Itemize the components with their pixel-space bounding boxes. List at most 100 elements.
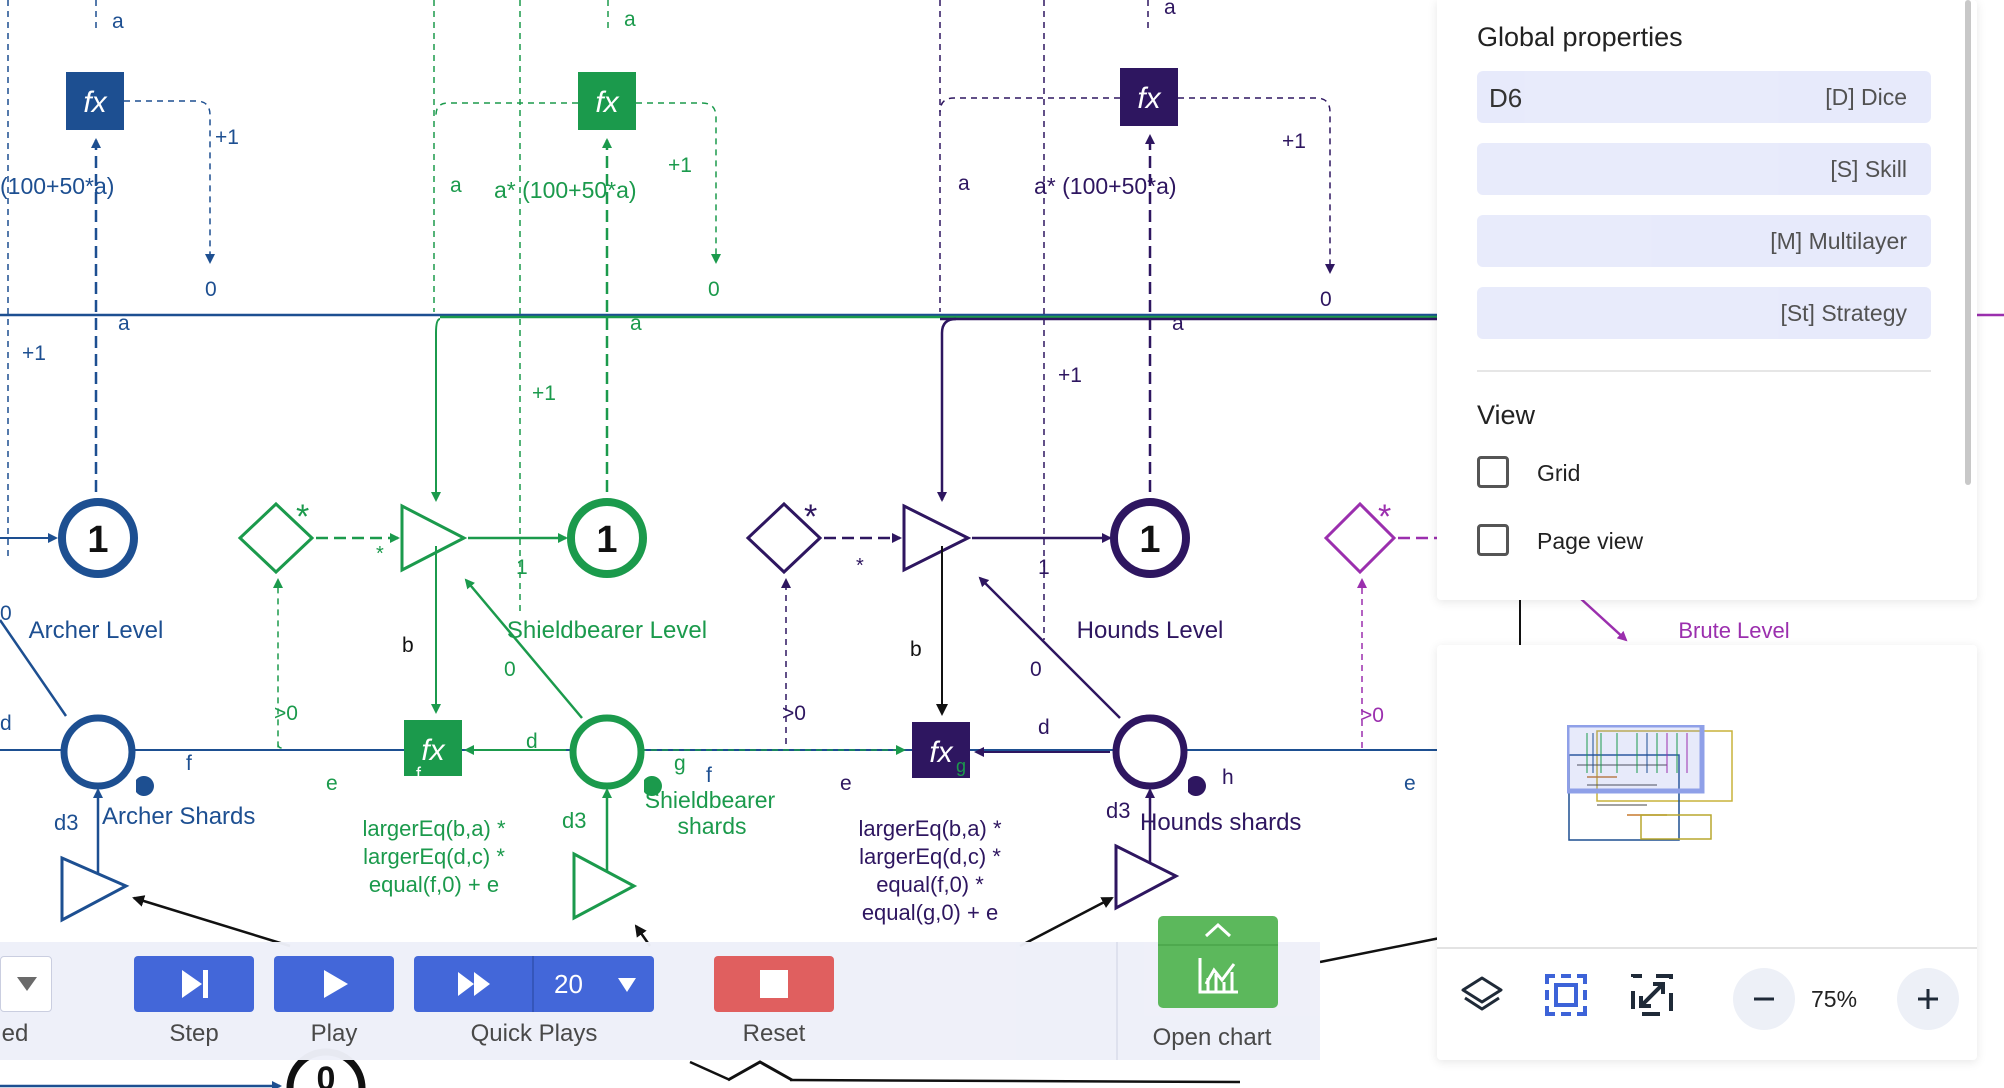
label-h: h <box>1222 766 1234 789</box>
property-dice-row[interactable]: D6 [D] Dice <box>1477 71 1931 123</box>
chevron-down-icon <box>17 977 37 991</box>
label-plus-one: +1 <box>1282 130 1306 153</box>
step-button[interactable] <box>134 956 254 1012</box>
play-button[interactable] <box>274 956 394 1012</box>
shieldbearer-shards-pool[interactable] <box>569 714 645 790</box>
label-g: g <box>674 752 686 775</box>
shieldbearer-source-node[interactable] <box>572 851 638 921</box>
archer-shards-pool[interactable] <box>60 714 136 790</box>
view-title: View <box>1477 400 1536 430</box>
hounds-fx-node[interactable] <box>1120 68 1178 126</box>
fullscreen-button[interactable] <box>1627 970 1677 1020</box>
open-chart-label: Open chart <box>1152 1024 1272 1051</box>
layers-button[interactable] <box>1457 970 1507 1020</box>
property-skill-row[interactable]: [S] Skill <box>1477 143 1931 195</box>
formula-line: largerEq(b,a) * <box>858 816 1002 841</box>
panel-scrollbar[interactable] <box>1965 0 1971 485</box>
fx-icon: fx <box>83 86 107 119</box>
shieldbearer-shards-label: shards <box>677 813 746 839</box>
hounds-level-value: 1 <box>1139 519 1160 561</box>
archer-level-pool[interactable] <box>58 498 138 578</box>
divider <box>1437 947 1977 949</box>
label-d3: d3 <box>1106 798 1130 823</box>
fx-icon: fx <box>1137 82 1161 115</box>
label-star: * <box>376 543 384 565</box>
quick-plays-button[interactable]: 20 <box>414 956 654 1012</box>
label-a: a <box>112 10 124 33</box>
label-d: d <box>526 730 538 753</box>
label-plus-one: +1 <box>1058 364 1082 387</box>
hounds-source-node[interactable] <box>1114 843 1180 911</box>
fx-icon: fx <box>421 734 445 767</box>
hounds-group: a fx +1 0 a a* (100+50*a) a +1 * * 1 1 H… <box>640 0 1335 925</box>
fx-icon: fx <box>929 736 953 769</box>
archer-source-node[interactable] <box>60 855 130 923</box>
formula-line: equal(g,0) + e <box>862 900 998 925</box>
page-view-label: Page view <box>1537 528 1644 554</box>
zoom-out-icon <box>1754 997 1774 1001</box>
brute-level-label: Brute Level <box>1678 618 1789 643</box>
hounds-gate[interactable] <box>745 501 823 575</box>
fx-icon: fx <box>595 86 619 119</box>
play-label: Play <box>310 1020 358 1047</box>
hounds-shards-pool[interactable] <box>1112 714 1188 790</box>
property-skill-label: [S] Skill <box>1830 156 1907 182</box>
quick-plays-count[interactable]: 20 <box>554 969 583 999</box>
open-chart-button[interactable] <box>1158 916 1278 1008</box>
reset-label: Reset <box>742 1020 806 1047</box>
archer-fx-node[interactable] <box>66 72 124 130</box>
shieldbearer-fx-node[interactable] <box>578 72 636 130</box>
page-view-checkbox[interactable] <box>1477 524 1509 556</box>
hounds-fx-node-lower[interactable] <box>912 722 970 778</box>
chevron-down-icon[interactable] <box>618 978 636 992</box>
step-icon <box>182 970 208 998</box>
label-d: d <box>1038 716 1050 739</box>
speed-label: ed <box>1 1020 29 1047</box>
shieldbearer-gate[interactable] <box>237 501 315 575</box>
hounds-level-label: Hounds Level <box>1077 617 1224 644</box>
shieldbearer-shards-label: Shieldbearer <box>645 787 776 813</box>
reset-button[interactable] <box>714 956 834 1012</box>
zoom-in-icon <box>1918 989 1938 1009</box>
stop-icon <box>760 970 788 998</box>
shieldbearer-level-pool[interactable] <box>567 498 647 578</box>
bottom-pool-value: 0 <box>317 1060 336 1088</box>
label-star: * <box>1378 498 1391 536</box>
archer-group: a fx +1 0 (100+50*a) a +1 1 Archer Level… <box>0 0 338 923</box>
archer-shards-label: Archer Shards <box>102 803 255 830</box>
speed-select[interactable] <box>0 956 52 1012</box>
dice-node[interactable] <box>727 1060 793 1082</box>
label-zero: 0 <box>1030 658 1042 681</box>
archer-level-value: 1 <box>87 519 108 561</box>
hounds-converter[interactable] <box>902 503 972 573</box>
minimap-preview[interactable] <box>1567 725 1737 845</box>
label-a: a <box>118 312 130 335</box>
label-a: a <box>958 172 970 195</box>
grid-checkbox[interactable] <box>1477 456 1509 488</box>
label-d3: d3 <box>562 808 586 833</box>
zoom-in-button[interactable] <box>1897 968 1959 1030</box>
label-star: * <box>856 555 864 577</box>
label-gt0: >0 <box>1360 704 1384 727</box>
label-e: e <box>840 772 852 795</box>
formula-line: equal(f,0) + e <box>369 872 499 897</box>
property-multilayer-row[interactable]: [M] Multilayer <box>1477 215 1931 267</box>
hounds-level-pool[interactable] <box>1110 498 1190 578</box>
brute-group: * >0 e Brute Level <box>1323 498 1790 795</box>
property-dice-value: D6 <box>1489 83 1523 113</box>
label-one: 1 <box>1038 556 1050 579</box>
fast-forward-icon <box>458 972 490 996</box>
zoom-level: 75% <box>1811 986 1858 1012</box>
quick-plays-label: Quick Plays <box>470 1020 598 1047</box>
shieldbearer-converter[interactable] <box>400 503 468 573</box>
minimap-viewport[interactable] <box>1567 725 1705 794</box>
hounds-shards-label: Hounds shards <box>1140 809 1301 836</box>
property-strategy-row[interactable]: [St] Strategy <box>1477 287 1931 339</box>
shieldbearer-fx-node-lower[interactable] <box>404 720 462 776</box>
divider <box>1116 942 1118 1060</box>
fit-selection-button[interactable] <box>1541 970 1591 1020</box>
grid-label: Grid <box>1537 460 1581 486</box>
zoom-out-button[interactable] <box>1733 968 1795 1030</box>
brute-gate[interactable] <box>1323 501 1397 575</box>
